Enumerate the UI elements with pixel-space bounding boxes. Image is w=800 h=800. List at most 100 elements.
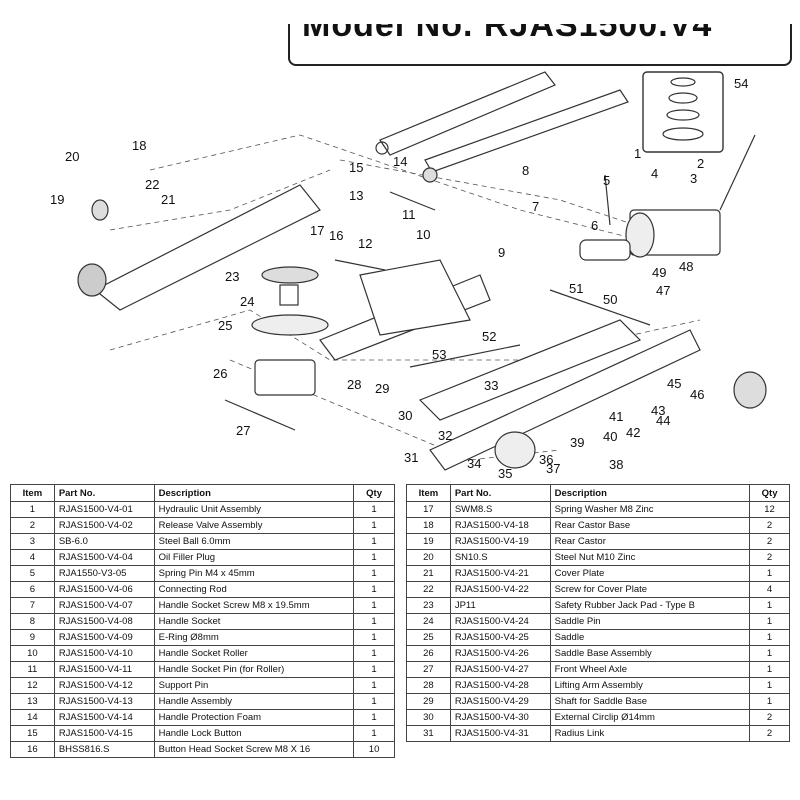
handle-assembly xyxy=(375,71,629,183)
cell-part-no: SN10.S xyxy=(449,549,551,566)
callout: 25 xyxy=(218,318,232,333)
cell-part-no: RJAS1500-V4-28 xyxy=(449,677,551,694)
callout: 18 xyxy=(132,138,146,153)
callout: 6 xyxy=(591,218,598,233)
cell-description: Hydraulic Unit Assembly xyxy=(153,501,355,518)
cell-part-no: SB-6.0 xyxy=(53,533,155,550)
cell-part-no: RJAS1500-V4-14 xyxy=(53,709,155,726)
callout: 13 xyxy=(349,188,363,203)
cell-item: 5 xyxy=(10,565,55,582)
callout: 39 xyxy=(570,435,584,450)
cell-part-no: RJAS1500-V4-29 xyxy=(449,693,551,710)
cell-item: 27 xyxy=(406,661,451,678)
cell-qty: 1 xyxy=(749,661,790,678)
cell-description: E-Ring Ø8mm xyxy=(153,629,355,646)
cell-description: Rear Castor xyxy=(549,533,751,550)
callout: 34 xyxy=(467,456,481,471)
callout: 20 xyxy=(65,149,79,164)
cell-description: Rear Castor Base xyxy=(549,517,751,534)
callout: 32 xyxy=(438,428,452,443)
header-item: Item xyxy=(10,484,55,502)
callout: 28 xyxy=(347,377,361,392)
cell-description: Oil Filler Plug xyxy=(153,549,355,566)
cell-qty: 2 xyxy=(749,533,790,550)
cell-item: 23 xyxy=(406,597,451,614)
hydraulic-unit xyxy=(579,134,756,261)
cell-item: 8 xyxy=(10,613,55,630)
cell-description: Handle Socket Roller xyxy=(153,645,355,662)
cell-qty: 2 xyxy=(749,709,790,726)
cell-part-no: RJAS1500-V4-25 xyxy=(449,629,551,646)
cell-description: Spring Washer M8 Zinc xyxy=(549,501,751,518)
header-description: Description xyxy=(549,484,751,502)
cell-qty: 1 xyxy=(749,645,790,662)
cell-description: Steel Ball 6.0mm xyxy=(153,533,355,550)
cell-item: 6 xyxy=(10,581,55,598)
cell-part-no: RJAS1500-V4-15 xyxy=(53,725,155,742)
table-header-row: Item Part No. Description Qty xyxy=(406,484,790,502)
seal-kit-box xyxy=(642,71,724,153)
callout: 27 xyxy=(236,423,250,438)
cell-description: Connecting Rod xyxy=(153,581,355,598)
header-description: Description xyxy=(153,484,355,502)
cell-description: Saddle xyxy=(549,629,751,646)
cell-item: 22 xyxy=(406,581,451,598)
callout: 3 xyxy=(690,171,697,186)
cell-description: Steel Nut M10 Zinc xyxy=(549,549,751,566)
cell-qty: 1 xyxy=(749,693,790,710)
cell-part-no: RJAS1500-V4-13 xyxy=(53,693,155,710)
cell-qty: 1 xyxy=(749,677,790,694)
cell-part-no: JP11 xyxy=(449,597,551,614)
cell-part-no: RJAS1500-V4-21 xyxy=(449,565,551,582)
table-header-row: Item Part No. Description Qty xyxy=(10,484,395,502)
cell-qty: 1 xyxy=(353,693,395,710)
callout: 37 xyxy=(546,461,560,476)
cell-item: 19 xyxy=(406,533,451,550)
cell-item: 26 xyxy=(406,645,451,662)
callout: 17 xyxy=(310,223,324,238)
callout: 21 xyxy=(161,192,175,207)
cell-item: 20 xyxy=(406,549,451,566)
callout: 44 xyxy=(656,413,670,428)
title-frame: Model No. RJAS1500.V4 xyxy=(288,24,792,66)
exploded-parts-diagram: 1 2 3 4 5 6 7 8 9 10 11 12 13 14 15 16 1… xyxy=(50,71,767,480)
cell-qty: 1 xyxy=(353,645,395,662)
cell-description: Handle Socket Screw M8 x 19.5mm xyxy=(153,597,355,614)
callout: 31 xyxy=(404,450,418,465)
cell-item: 16 xyxy=(10,741,55,758)
cell-item: 10 xyxy=(10,645,55,662)
callout: 5 xyxy=(603,173,610,188)
callout: 36 xyxy=(539,452,553,467)
cell-part-no: BHSS816.S xyxy=(53,741,155,758)
header-item: Item xyxy=(406,484,451,502)
callout: 46 xyxy=(690,387,704,402)
callout: 53 xyxy=(432,347,446,362)
callout: 48 xyxy=(679,259,693,274)
callout: 22 xyxy=(145,177,159,192)
cell-item: 14 xyxy=(10,709,55,726)
cell-item: 17 xyxy=(406,501,451,518)
cell-item: 12 xyxy=(10,677,55,694)
cell-part-no: RJAS1500-V4-06 xyxy=(53,581,155,598)
cell-part-no: RJAS1500-V4-04 xyxy=(53,549,155,566)
cell-qty: 2 xyxy=(749,549,790,566)
cell-description: Handle Socket xyxy=(153,613,355,630)
cell-part-no: RJAS1500-V4-22 xyxy=(449,581,551,598)
callout: 16 xyxy=(329,228,343,243)
cell-description: Safety Rubber Jack Pad - Type B xyxy=(549,597,751,614)
callout: 47 xyxy=(656,283,670,298)
cell-qty: 1 xyxy=(353,565,395,582)
